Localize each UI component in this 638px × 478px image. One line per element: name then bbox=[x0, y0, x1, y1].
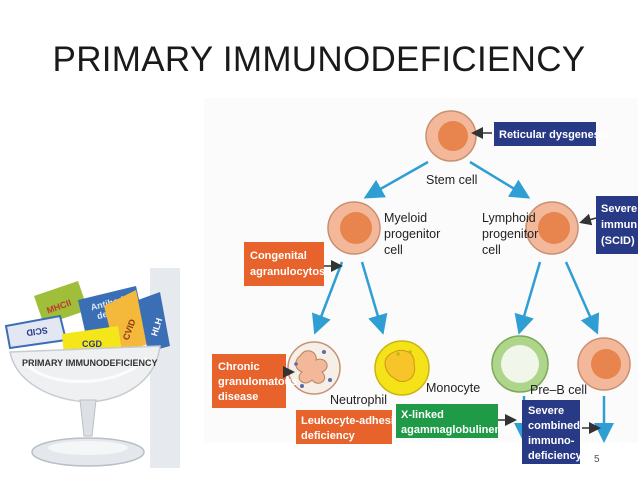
lineage-arrows bbox=[312, 160, 614, 443]
lymphoid-progenitor-cell bbox=[525, 201, 579, 255]
myeloid-progenitor-label: Myeloid progenitor cell bbox=[384, 211, 444, 257]
reticular-dysgenesis-box: Reticular dysgenesis bbox=[494, 122, 609, 146]
cup-label: PRIMARY IMMUNODEFICIENCY bbox=[22, 358, 158, 368]
neutrophil-cell bbox=[287, 341, 341, 395]
svg-text:SCID: SCID bbox=[25, 325, 48, 338]
svg-text:Reticular dysgenesis: Reticular dysgenesis bbox=[499, 129, 609, 141]
chronic-granulomatous-disease-box: Chronic granulomatous disease bbox=[212, 354, 301, 408]
svg-text:Leukocyte-adhesion defic: Leukocyte-adhesion deficiency bbox=[301, 415, 410, 442]
cup-stem bbox=[79, 399, 97, 437]
stem-cell bbox=[425, 110, 477, 162]
slide-title: PRIMARY IMMUNODEFICIENCY bbox=[52, 40, 586, 79]
svg-text:Severe combined im: Severe combined immuno- deficiency bbox=[528, 405, 583, 462]
scid-bottom-box: Severe combined immuno- deficiency bbox=[522, 400, 583, 464]
svg-text:Chronic granulomatous: Chronic granulomatous disease bbox=[218, 361, 301, 403]
pre-b-cell bbox=[491, 335, 549, 393]
t-progenitor-cell bbox=[577, 337, 631, 391]
monocyte-cell bbox=[374, 340, 430, 396]
neutrophil-label: Neutrophil bbox=[330, 393, 387, 407]
scid-top-box: Severe immun (SCID) bbox=[596, 196, 638, 254]
immunodeficiency-cup-illustration: MHCII Antibody deficie... CVID HLH SCID … bbox=[4, 268, 180, 468]
leukocyte-adhesion-deficiency-box: Leukocyte-adhesion deficiency bbox=[296, 410, 410, 444]
svg-text:Congenital agranulocytos: Congenital agranulocytosis bbox=[250, 250, 334, 278]
monocyte-label: Monocyte bbox=[426, 381, 480, 395]
stem-cell-label: Stem cell bbox=[426, 173, 477, 187]
x-linked-agammaglobulinemia-box: X-linked agammaglobulinemia bbox=[396, 404, 514, 438]
cup-card-hlh: HLH bbox=[138, 292, 170, 352]
pre-b-cell-label: Pre–B cell bbox=[530, 383, 587, 397]
svg-text:CGD: CGD bbox=[82, 339, 103, 349]
page-number: 5 bbox=[594, 454, 600, 465]
congenital-agranulocytosis-box: Congenital agranulocytosis bbox=[244, 242, 334, 286]
svg-text:Severe immun (SCID: Severe immun (SCID) bbox=[601, 203, 638, 247]
lymphoid-progenitor-label: Lymphoid progenitor cell bbox=[482, 211, 542, 257]
svg-text:X-linked agammaglobuline: X-linked agammaglobulinemia bbox=[401, 409, 514, 436]
cup-card-mhcii: MHCII bbox=[34, 281, 88, 325]
myeloid-progenitor-cell bbox=[327, 201, 381, 255]
